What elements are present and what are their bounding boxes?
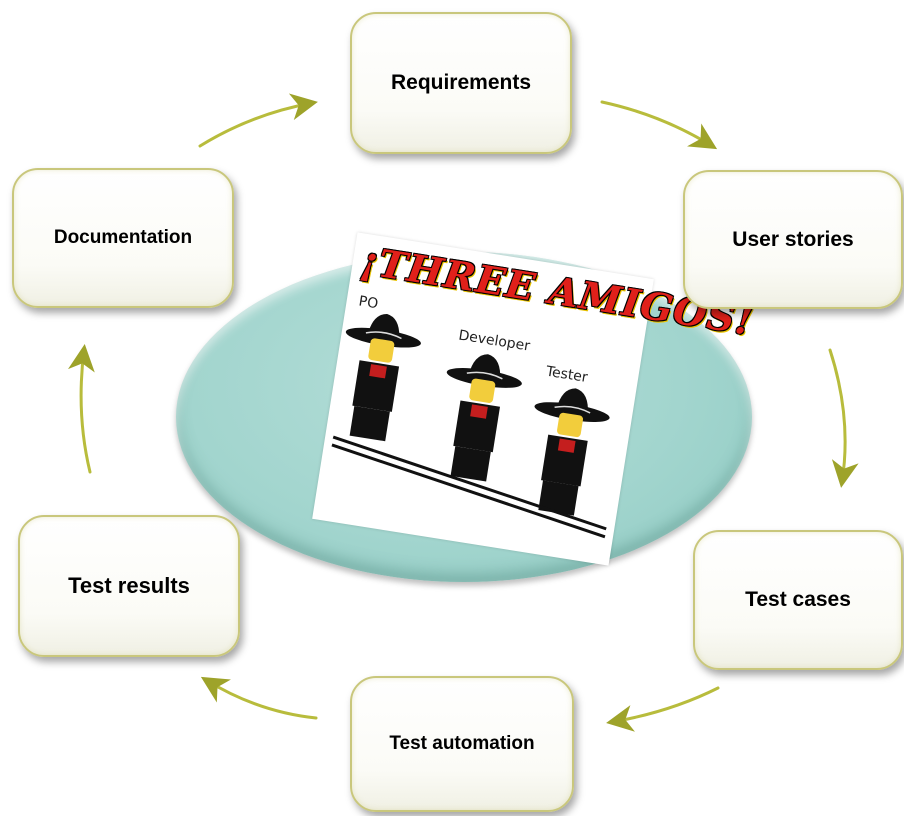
step-test-cases: Test cases [693, 530, 903, 670]
step-user-stories: User stories [683, 170, 903, 309]
step-test-automation-label: Test automation [389, 733, 535, 754]
stage-line [331, 443, 606, 539]
step-requirements-label: Requirements [390, 71, 532, 94]
lego-figure-developer [446, 354, 522, 482]
lego-figures [331, 313, 610, 539]
step-documentation-label: Documentation [53, 227, 193, 248]
arrow-user-to-cases [828, 348, 859, 488]
step-user-stories-label: User stories [732, 227, 854, 251]
lego-figure-tester [534, 388, 610, 516]
step-documentation: Documentation [12, 168, 234, 308]
stage-line [332, 435, 607, 531]
arrow-cases-to-auto [606, 686, 720, 732]
step-test-results-label: Test results [68, 573, 190, 598]
three-amigos-image: ¡THREE AMIGOS! PO Developer Tester [312, 232, 757, 566]
step-requirements: Requirements [350, 12, 572, 154]
arrow-auto-to-res [200, 676, 318, 720]
lego-figure-po [345, 313, 421, 442]
arrow-req-to-user [600, 100, 718, 150]
step-test-automation: Test automation [350, 676, 574, 812]
step-test-cases-label: Test cases [745, 588, 851, 611]
arrow-doc-to-req [198, 93, 318, 148]
arrow-res-to-doc [68, 344, 95, 474]
step-test-results: Test results [18, 515, 240, 657]
